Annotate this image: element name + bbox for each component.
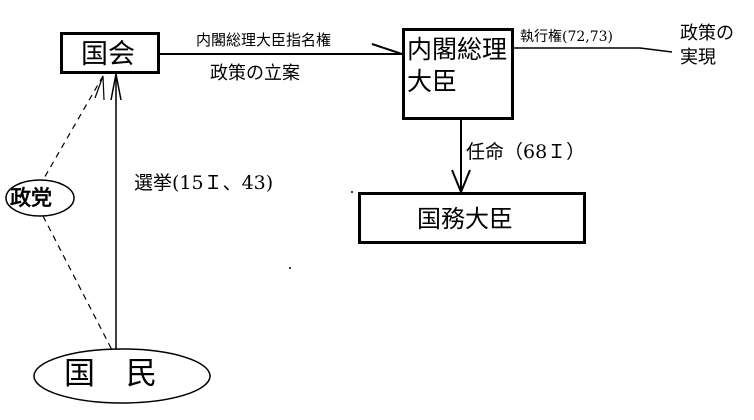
rippan-label: 政策の立案 bbox=[210, 63, 300, 84]
speck-1 bbox=[351, 191, 353, 193]
seisaku-label-line1: 政策の bbox=[680, 23, 734, 44]
kokumin-label: 国 民 bbox=[64, 356, 157, 392]
ninmei-label: 任命（68Ｉ） bbox=[466, 141, 586, 163]
dashed-link-seito-kokumin bbox=[42, 215, 113, 351]
dashed-link-kokkai-seito bbox=[42, 75, 104, 181]
seisaku-label-line2: 実現 bbox=[680, 47, 716, 68]
seito-label: 政党 bbox=[10, 185, 52, 210]
kokkai-box: 国会 bbox=[60, 32, 160, 74]
speck-2 bbox=[289, 267, 291, 269]
kokkai-label: 国会 bbox=[81, 39, 135, 70]
arrowhead-seito-kokkai bbox=[94, 75, 105, 101]
arrowhead-senkyo bbox=[110, 73, 122, 101]
connector-shikko-tail bbox=[639, 47, 673, 53]
naikaku-label-line2: 大臣 bbox=[407, 67, 458, 96]
arrowhead-shimei bbox=[371, 43, 403, 55]
seito-ellipse bbox=[5, 179, 75, 217]
shimei-label: 内閣総理大臣指名権 bbox=[196, 31, 332, 49]
shikko-label: 執行権(72,73) bbox=[520, 29, 614, 45]
naikaku-label-line1: 内閣総理 bbox=[407, 35, 508, 64]
senkyo-label: 選挙(15Ｉ、43) bbox=[134, 172, 274, 194]
kokumu-label: 国務大臣 bbox=[417, 205, 513, 233]
naikaku-box: 内閣総理 大臣 bbox=[402, 28, 514, 120]
kokumin-ellipse bbox=[33, 348, 211, 404]
kokumu-box: 国務大臣 bbox=[358, 192, 586, 244]
